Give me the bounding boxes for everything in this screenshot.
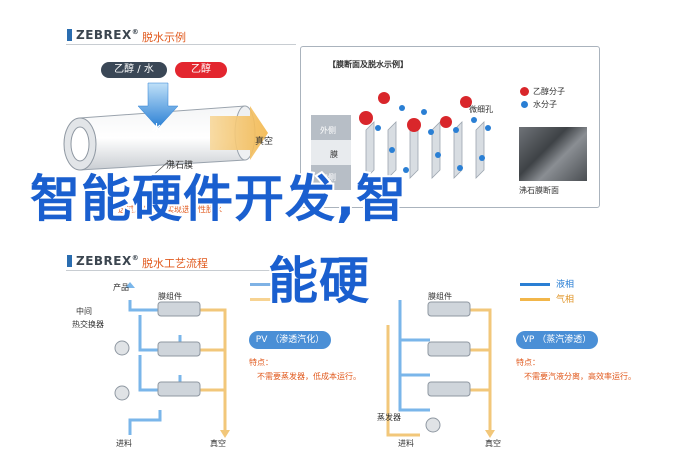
divider-2 <box>66 270 296 271</box>
label-water: 水 <box>152 124 162 134</box>
flow-diagram-right <box>386 300 495 438</box>
legend-ethanol: 乙醇分子 <box>533 87 565 96</box>
vp-feature-text: 不需要汽液分离，高效率运行。 <box>524 372 636 381</box>
overlay-title-line2: 能硬 <box>266 252 371 310</box>
zebrex-logo-2: ZEBREX® <box>76 254 140 268</box>
legend-gas: 气相 <box>556 295 575 305</box>
label-outside: 外侧 <box>320 126 336 135</box>
section-title-top: 脱水示例 <box>142 31 186 44</box>
section-title-bottom: 脱水工艺流程 <box>142 257 208 270</box>
label-product: 产品 <box>113 283 129 292</box>
membrane-cross-section <box>311 92 491 190</box>
divider <box>66 44 296 45</box>
pv-feature-title: 特点： <box>249 358 273 367</box>
membrane-tube-illustration <box>63 82 268 179</box>
logo-mark-2 <box>67 255 72 267</box>
zebrex-logo: ZEBREX® <box>76 28 140 42</box>
btn-ethanol-water: 乙醇 / 水 <box>101 62 167 78</box>
membrane-photo <box>519 127 587 181</box>
btn-ethanol: 乙醇 <box>175 62 227 78</box>
label-vacuum-left: 真空 <box>210 439 226 448</box>
legend-ethanol-dot <box>520 87 529 96</box>
photo-caption: 沸石膜断面 <box>519 186 559 195</box>
top-caption: 水分子透过沸石膜，实现选择性脱水 <box>94 205 222 214</box>
legend-liquid: 液相 <box>556 280 575 290</box>
label-micropore: 微细孔 <box>469 105 493 114</box>
inset-title: 【膜断面及脱水示例】 <box>328 60 408 69</box>
legend-liquid-line <box>520 283 550 286</box>
label-vacuum-top: 真空 <box>255 137 274 147</box>
legend-gas-line <box>520 298 550 301</box>
label-zeolite-membrane: 沸石膜 <box>166 161 194 171</box>
vp-label: VP （蒸汽渗透） <box>516 331 598 349</box>
legend-water-dot <box>521 101 528 108</box>
label-feed-left: 进料 <box>116 439 132 448</box>
overlay-title-line1: 智能硬件开发,智 <box>28 170 408 228</box>
label-hx: 热交换器 <box>72 320 104 329</box>
vp-feature-title: 特点： <box>516 358 540 367</box>
flow-diagram-left <box>114 282 230 438</box>
label-inside: 内侧 <box>320 173 336 182</box>
label-vacuum-right: 真空 <box>485 439 501 448</box>
label-middle: 中间 <box>76 307 92 316</box>
logo-mark <box>67 29 72 41</box>
legend-liquid-line-pv <box>250 283 280 286</box>
legend-gas-line-pv <box>250 298 280 301</box>
pv-label: PV （渗透汽化） <box>249 331 331 349</box>
pv-feature-text: 不需要蒸发器，低成本运行。 <box>257 372 361 381</box>
label-feed-right: 进料 <box>398 439 414 448</box>
label-evaporator: 蒸发器 <box>377 413 401 422</box>
legend-water: 水分子 <box>533 100 557 109</box>
label-module-left: 膜组件 <box>158 292 182 301</box>
label-module-right: 膜组件 <box>428 292 452 301</box>
label-membrane: 膜 <box>330 150 338 159</box>
